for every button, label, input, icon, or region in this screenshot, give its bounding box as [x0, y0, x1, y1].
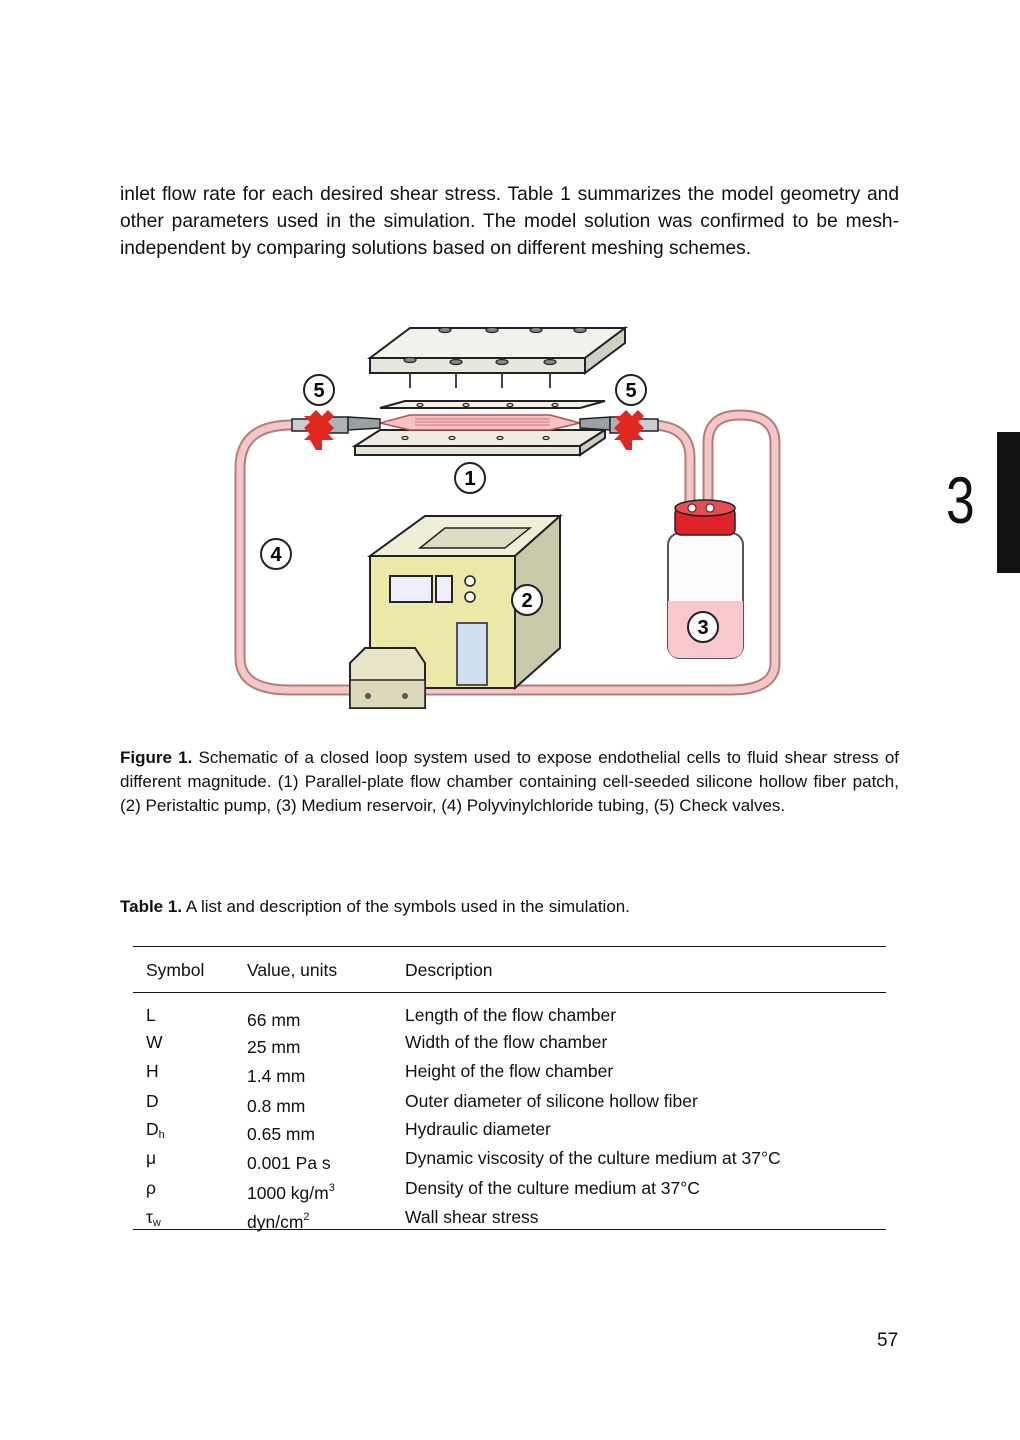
figure-caption-label: Figure 1. — [120, 748, 193, 767]
table-row: ρ 1000 kg/m3 Density of the culture medium… — [133, 1175, 886, 1203]
cell-description: Dynamic viscosity of the culture medium … — [405, 1148, 781, 1168]
cell-value: 66 mm — [247, 1010, 301, 1030]
cell-symbol: W — [146, 1032, 163, 1052]
cell-value: 1.4 mm — [247, 1066, 306, 1086]
figure-1-schematic: 1 2 3 4 5 5 — [234, 326, 781, 709]
label-4: 4 — [270, 544, 282, 566]
medium-reservoir — [667, 499, 744, 659]
cell-value: 0.001 Pa s — [247, 1153, 331, 1173]
table-caption: Table 1. A list and description of the s… — [120, 896, 899, 918]
table-row: H 1.4 mm Height of the flow chamber — [133, 1058, 886, 1086]
cell-value: 25 mm — [247, 1037, 301, 1057]
figure-caption: Figure 1. Schematic of a closed loop sys… — [120, 746, 899, 818]
cell-value: 0.8 mm — [247, 1096, 306, 1116]
header-symbol: Symbol — [146, 960, 205, 980]
header-value: Value, units — [247, 960, 338, 980]
table-row: L 66 mm Length of the flow chamber — [133, 1002, 886, 1030]
chapter-tab — [997, 432, 1020, 573]
table-row: Dh 0.65 mm Hydraulic diameter — [133, 1116, 886, 1144]
cell-symbol: L — [146, 1005, 156, 1025]
cell-symbol: μ — [146, 1148, 157, 1168]
cell-description: Width of the flow chamber — [405, 1032, 608, 1052]
check-valve-left — [291, 410, 349, 450]
cell-symbol: Dh — [146, 1119, 165, 1141]
label-1: 1 — [464, 468, 475, 490]
table-row: D 0.8 mm Outer diameter of silicone hollow… — [133, 1088, 886, 1116]
table-row: τw dyn/cm2 Wall shear stress — [133, 1204, 886, 1232]
cell-description: Wall shear stress — [405, 1207, 539, 1227]
page-number: 57 — [877, 1330, 899, 1351]
header-description: Description — [405, 960, 493, 980]
table-row: μ 0.001 Pa s Dynamic viscosity of the cult… — [133, 1145, 886, 1173]
cell-description: Height of the flow chamber — [405, 1061, 614, 1081]
cell-symbol: ρ — [146, 1178, 156, 1198]
flow-chamber — [347, 400, 611, 457]
label-2: 2 — [521, 590, 532, 612]
chapter-tab-number: 3 — [946, 463, 975, 537]
cell-value: dyn/cm2 — [247, 1211, 310, 1232]
label-3: 3 — [697, 617, 708, 639]
label-5-right: 5 — [625, 380, 636, 402]
cell-symbol: H — [146, 1061, 159, 1081]
table-caption-text: A list and description of the symbols us… — [182, 897, 630, 916]
table-row: W 25 mm Width of the flow chamber — [133, 1029, 886, 1057]
figure-caption-text: Schematic of a closed loop system used t… — [120, 748, 899, 815]
cell-description: Outer diameter of silicone hollow fiber — [405, 1091, 698, 1111]
label-5-left: 5 — [313, 380, 324, 402]
cell-description: Density of the culture medium at 37°C — [405, 1178, 700, 1198]
cell-value: 0.65 mm — [247, 1124, 316, 1144]
cell-symbol: τw — [146, 1207, 161, 1229]
table-header: Symbol Value, units Description — [133, 957, 886, 983]
cell-symbol: D — [146, 1091, 159, 1111]
cell-description: Hydraulic diameter — [405, 1119, 551, 1139]
check-valve-right — [609, 410, 659, 450]
chamber-lid — [367, 326, 628, 388]
cell-description: Length of the flow chamber — [405, 1005, 617, 1025]
cell-value: 1000 kg/m3 — [247, 1182, 335, 1203]
table-caption-label: Table 1. — [120, 897, 183, 916]
body-paragraph: inlet flow rate for each desired shear s… — [120, 184, 899, 260]
